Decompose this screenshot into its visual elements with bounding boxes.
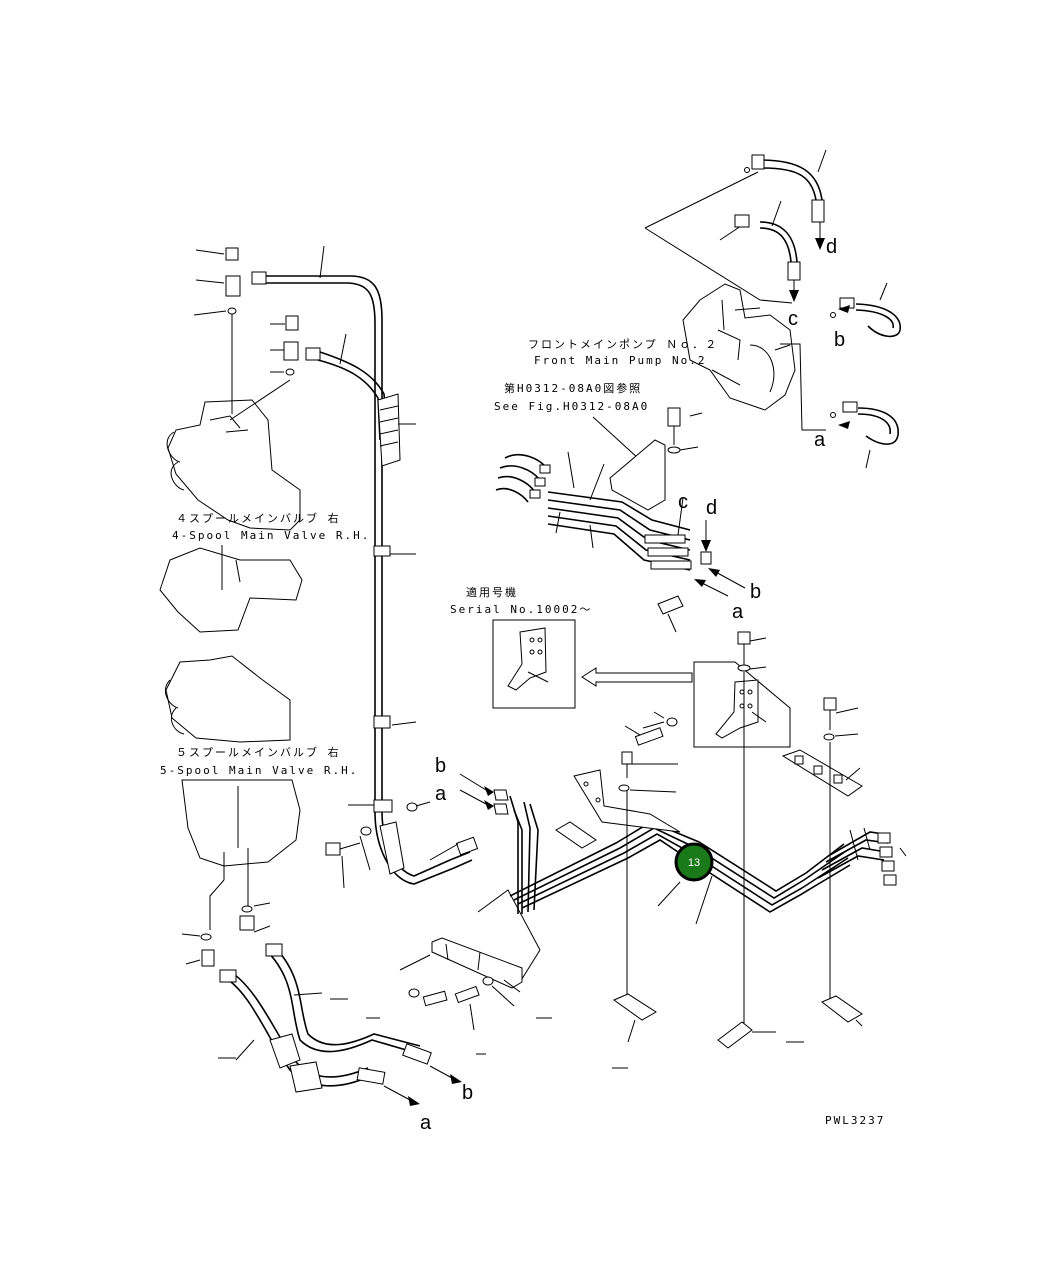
mid-fittings — [459, 773, 541, 983]
bundle-connector-d: d — [706, 497, 717, 519]
top-left-fittings — [193, 247, 299, 376]
bolt-top — [737, 631, 767, 1030]
bottom-connector-a: a — [420, 1112, 432, 1134]
right-fittings — [817, 827, 907, 886]
drawing-number: PWL3237 — [825, 1114, 885, 1127]
front-main-pump-group — [644, 149, 901, 469]
lower-bracket — [366, 937, 804, 1069]
connector-d-label: d — [826, 236, 837, 258]
tube-bundle-group — [495, 407, 746, 633]
connector-a-label: a — [814, 429, 826, 451]
main-valve-4 — [159, 311, 303, 633]
callout-marker-13[interactable]: 13 — [674, 842, 714, 882]
bottom-hoses — [181, 902, 462, 1106]
main-valve-5 — [165, 655, 301, 930]
bundle-connector-a: a — [732, 601, 744, 623]
valve5-label-jp: ５スプールメインバルブ 右 — [176, 745, 341, 759]
mid-connector-b: b — [435, 755, 446, 777]
right-bracket-assembly — [781, 697, 863, 1002]
see-fig-label-jp: 第H0312-08A0図参照 — [504, 381, 642, 395]
valve5-label-en: 5-Spool Main Valve R.H. — [160, 764, 358, 777]
left-hose-run — [251, 245, 479, 889]
bundle-connector-b: b — [750, 581, 761, 603]
connector-b-label: b — [834, 329, 845, 351]
bundle-connector-c: c — [678, 491, 688, 513]
mid-connector-a: a — [435, 783, 447, 805]
connector-c-label: c — [788, 308, 798, 330]
see-fig-label-en: See Fig.H0312-08A0 — [494, 400, 649, 413]
serial-label-jp: 適用号機 — [466, 585, 518, 599]
marker-number: 13 — [688, 857, 700, 869]
valve4-label-en: 4-Spool Main Valve R.H. — [172, 529, 370, 542]
bracket-detail-box — [693, 661, 791, 748]
bottom-connector-b: b — [462, 1082, 473, 1104]
front-pump-label-en: Front Main Pump No.2 — [534, 354, 706, 367]
arrow-left — [581, 667, 693, 687]
middle-bracket — [573, 711, 681, 995]
front-pump-label-jp: フロントメインポンプ Ｎｏ．２ — [528, 338, 718, 351]
valve4-label-jp: ４スプールメインバルブ 右 — [176, 511, 341, 525]
clip-blocks — [555, 821, 863, 1049]
serial-detail-box — [492, 619, 576, 709]
marker-circle[interactable] — [674, 842, 714, 882]
serial-label-en: Serial No.10002～ — [450, 603, 592, 616]
